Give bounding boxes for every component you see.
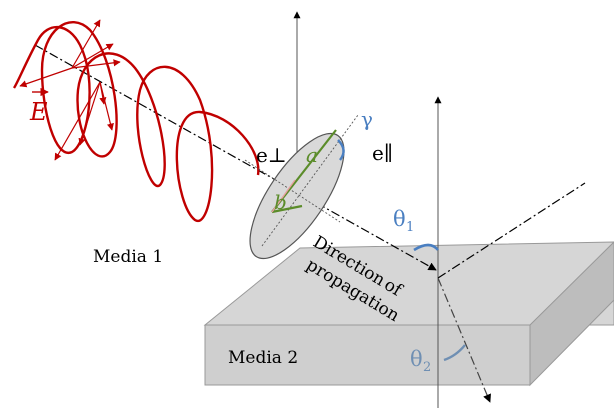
gamma-arc [337, 139, 345, 161]
slab-top-face [203, 241, 614, 326]
e-parallel-label: e∥ [372, 141, 393, 165]
theta1-symbol: θ [393, 207, 406, 231]
e-vector [71, 59, 121, 69]
theta1-arc [413, 243, 440, 252]
e-field-label: E [29, 98, 48, 126]
e-perp-label: e⊥ [256, 143, 287, 167]
theta2-arc [443, 344, 466, 362]
theta2-label: θ 2 [410, 347, 431, 375]
ellipse-centre-tick [271, 179, 296, 213]
a-label: a [306, 143, 318, 167]
e-vector [78, 81, 101, 146]
theta1-subscript: 1 [406, 220, 414, 235]
e-vector [54, 81, 101, 161]
media-2-slab [203, 241, 614, 387]
media-1-label: Media 1 [93, 247, 163, 267]
e-vector [71, 43, 114, 69]
helix-wave [12, 20, 260, 223]
theta2-symbol: θ [410, 347, 423, 371]
field-label: E [29, 87, 49, 126]
theta2-subscript: 2 [423, 360, 431, 375]
polarization-ellipse [244, 114, 359, 260]
e-vector [71, 19, 101, 69]
e-vector [99, 81, 107, 105]
minor-axis-b [271, 204, 303, 214]
propagation-axis [34, 44, 437, 271]
media-2-label: Media 2 [228, 348, 298, 368]
e-perp-axis [244, 159, 341, 223]
reflected-ray [437, 182, 586, 279]
ellipse-disc [249, 132, 345, 260]
gamma-label: γ [361, 107, 373, 131]
refracted-ray [437, 277, 491, 403]
e-parallel-axis [261, 114, 359, 247]
b-label: b [274, 190, 287, 214]
e-vector [19, 67, 73, 88]
e-field-vectors [19, 19, 121, 161]
slab-side-face [529, 241, 614, 387]
theta1-label: θ 1 [393, 207, 414, 235]
